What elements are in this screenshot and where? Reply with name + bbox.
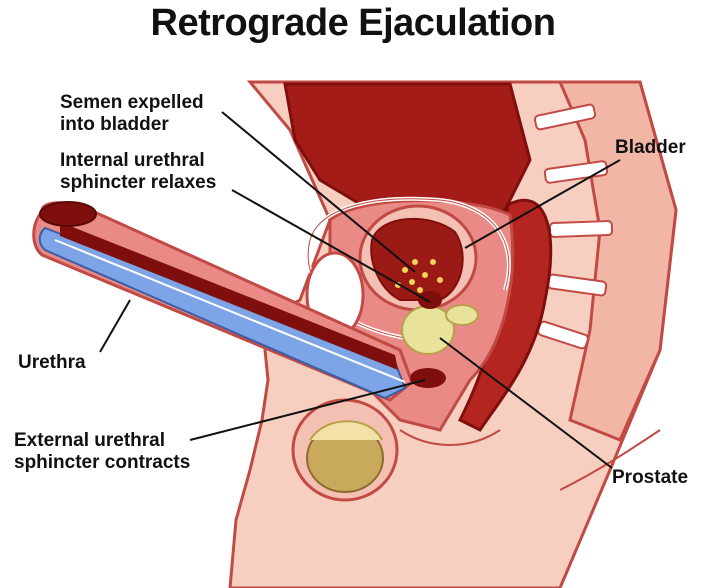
label-prostate: Prostate bbox=[612, 467, 689, 488]
semen-droplets bbox=[395, 259, 443, 293]
internal-sphincter bbox=[418, 291, 442, 309]
label-urethra: Urethra bbox=[18, 352, 86, 373]
label-bladder: Bladder bbox=[615, 137, 686, 158]
vertebrae bbox=[533, 103, 614, 350]
glans bbox=[39, 201, 97, 227]
spine-region bbox=[557, 80, 678, 442]
seminal-vesicle bbox=[445, 304, 479, 326]
external-sphincter bbox=[410, 368, 446, 388]
leader-lines bbox=[99, 111, 621, 469]
label-external-sphincter: External urethral sphincter contracts bbox=[14, 430, 191, 473]
diagram-title: Retrograde Ejaculation bbox=[150, 2, 556, 44]
perineum-contour bbox=[399, 429, 501, 446]
erectile-body bbox=[60, 222, 398, 370]
thigh-contour bbox=[559, 429, 661, 491]
bladder-interior bbox=[370, 217, 464, 301]
label-internal-sphincter: Internal urethral sphincter relaxes bbox=[60, 150, 217, 193]
label-semen-expelled: Semen expelled into bladder bbox=[60, 92, 204, 135]
